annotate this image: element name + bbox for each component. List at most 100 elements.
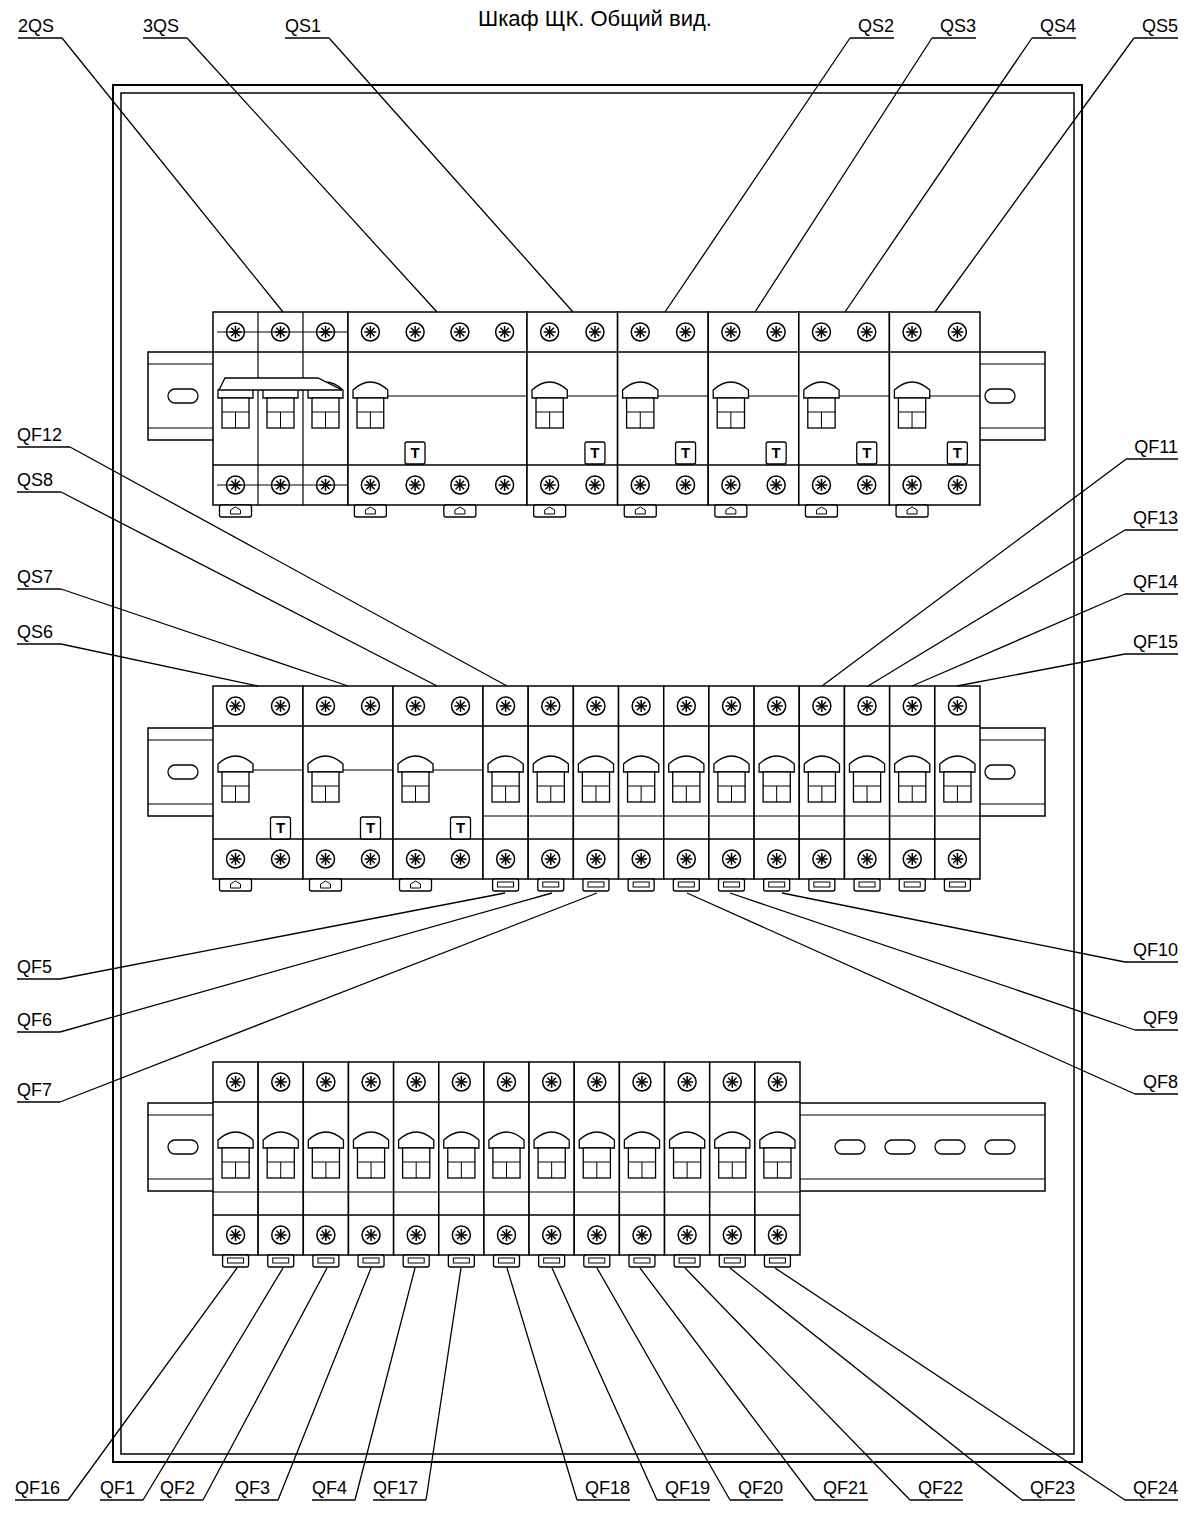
terminal-screw (452, 850, 470, 868)
screw-slot (772, 855, 780, 863)
test-button-mark: T (681, 445, 690, 461)
circuit-breaker (935, 686, 980, 891)
screw-head (813, 850, 831, 868)
callout-leader (935, 38, 1178, 312)
screw-head (361, 323, 379, 341)
clip-body (494, 1255, 520, 1267)
screw-head (497, 697, 515, 715)
clip-body (809, 879, 835, 891)
terminal-screw (768, 850, 786, 868)
body-line (439, 1192, 484, 1193)
drawing-title: Шкаф ЩК. Общий вид. (478, 6, 712, 32)
toggle-rib (415, 786, 416, 802)
screw-head (498, 1226, 516, 1244)
toggle-lever (670, 1132, 705, 1178)
screw-head (948, 697, 966, 715)
terminal-screw (227, 850, 245, 868)
callout-leader (665, 38, 894, 312)
screw-head (768, 697, 786, 715)
toggle-handle (312, 1148, 339, 1178)
terminal-screw (768, 1226, 786, 1244)
screw-slot (366, 702, 374, 710)
screw-head (317, 850, 335, 868)
clip-icon (814, 882, 830, 887)
terminal-screw (948, 323, 966, 341)
screw-head (407, 697, 425, 715)
screw-head (768, 1073, 786, 1091)
clip-icon (231, 507, 241, 514)
callout-label: QF6 (17, 1010, 52, 1030)
toggle-handle (717, 398, 744, 428)
body-line (529, 1192, 574, 1193)
toggle-rib (912, 412, 913, 428)
callout-label: QF5 (17, 957, 52, 977)
clip-body (268, 1255, 294, 1267)
device-body (303, 686, 393, 879)
terminal-band-edge (665, 1101, 710, 1102)
toggle-cap (623, 382, 658, 398)
clip-body (220, 879, 252, 891)
terminal-screw (677, 323, 695, 341)
screw-head (497, 850, 515, 868)
toggle-handle (402, 772, 429, 802)
test-button-mark: T (410, 445, 419, 461)
terminal-band-edge (889, 351, 980, 352)
body-line (343, 769, 393, 770)
terminal-band-edge (394, 1101, 439, 1102)
toggle-cap (895, 756, 930, 772)
toggle-handle (628, 772, 655, 802)
leader-lines (15, 38, 1178, 1500)
terminal-screw (677, 476, 695, 494)
toggle-lever (714, 756, 749, 802)
toggle-handle (267, 1148, 294, 1178)
screw-head (677, 850, 695, 868)
screw-slot (772, 328, 780, 336)
toggle-handle (808, 772, 835, 802)
toggle-lever (760, 1132, 795, 1178)
body-line (710, 1192, 755, 1193)
common-trip-bar (219, 378, 342, 390)
screw-head (723, 697, 741, 715)
test-button-mark: T (590, 445, 599, 461)
terminal-band-edge (889, 464, 980, 465)
device-body (213, 1062, 258, 1255)
screw-slot (501, 855, 509, 863)
circuit-breaker (619, 1062, 664, 1267)
terminal-band-edge (439, 1214, 484, 1215)
toggle-lever (669, 756, 704, 802)
clip-icon (678, 882, 694, 887)
callout-label: QF10 (1133, 940, 1178, 960)
clip-body (358, 1255, 384, 1267)
screw-slot (457, 1231, 465, 1239)
terminal-screw (948, 476, 966, 494)
terminal-band-edge (574, 1214, 619, 1215)
screw-slot (863, 481, 871, 489)
screw-head (858, 476, 876, 494)
terminal-band-edge (573, 838, 618, 839)
terminal-screw (632, 850, 650, 868)
toggle-lever (398, 756, 433, 802)
body-line (483, 816, 528, 817)
screw-head (677, 323, 695, 341)
terminal-band-edge (754, 725, 799, 726)
screw-head (362, 1073, 380, 1091)
screw-head (768, 850, 786, 868)
screw-head (903, 476, 921, 494)
residual-current-device (618, 312, 709, 517)
device-body (393, 686, 483, 879)
toggle-lever (263, 1132, 298, 1178)
toggle-cap (353, 1132, 388, 1148)
circuit-breaker (529, 1062, 574, 1267)
screw-slot (863, 702, 871, 710)
terminal-band-edge (665, 1214, 710, 1215)
din-clip (715, 505, 747, 517)
device-body (527, 312, 618, 505)
residual-current-device (799, 312, 890, 517)
toggle-cap (534, 1132, 569, 1148)
terminal-band-edge (213, 725, 303, 726)
callout-leader (782, 893, 1178, 962)
terminal-screw (407, 1226, 425, 1244)
toggle-rib (641, 786, 642, 802)
screw-head (543, 1226, 561, 1244)
toggle-lever (218, 1132, 253, 1178)
